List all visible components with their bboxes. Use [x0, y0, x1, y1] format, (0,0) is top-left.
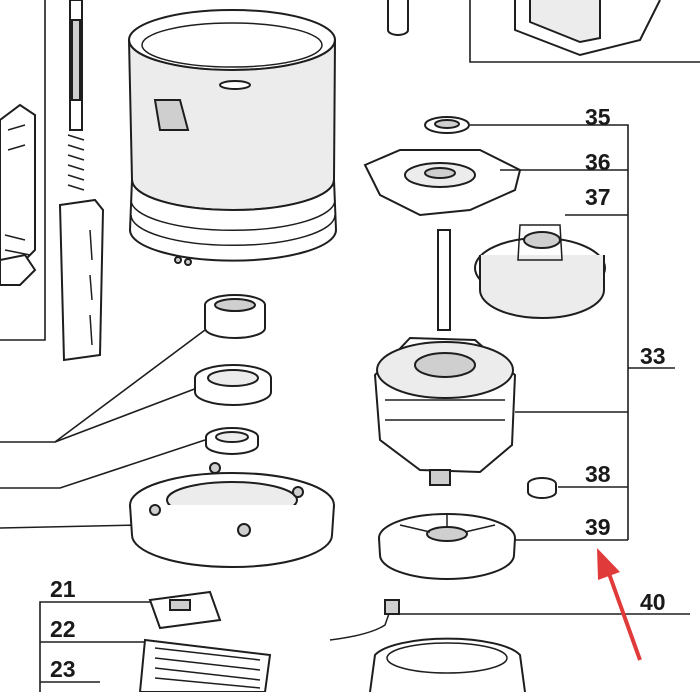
callout-40: 40	[640, 589, 666, 615]
bearing-housing-part	[204, 294, 266, 339]
left-leader-lines	[0, 0, 206, 529]
thermostat-rod-part	[58, 0, 105, 362]
washer-part-35	[424, 116, 470, 134]
bowl-part	[128, 9, 338, 266]
fan-guard-part-37	[474, 224, 606, 319]
callout-38: 38	[585, 461, 611, 487]
seal-ring-part	[194, 364, 272, 406]
base-ring-part	[129, 462, 335, 568]
bottom-left-bracket	[39, 601, 150, 692]
callout-22: 22	[50, 616, 76, 642]
callout-39: 39	[585, 514, 611, 540]
small-bearing-part-38	[527, 477, 557, 499]
motor-part	[373, 229, 517, 486]
callout-23: 23	[50, 656, 76, 682]
small-seal-part	[205, 427, 259, 455]
callout-36: 36	[585, 149, 611, 175]
filter-grille-part-22	[138, 638, 272, 692]
fan-part-39	[378, 513, 516, 580]
motor-cover-part-36	[363, 149, 522, 217]
red-arrow-indicator	[597, 548, 642, 661]
wire-connector-part-40	[329, 599, 400, 641]
pin-part	[387, 0, 409, 36]
group-33-bracket	[470, 124, 675, 541]
switch-part-21	[148, 590, 222, 630]
top-right-box	[469, 0, 700, 63]
callout-37: 37	[585, 184, 611, 210]
callout-35: 35	[585, 104, 611, 130]
callout-21: 21	[50, 576, 76, 602]
callout-33: 33	[640, 343, 666, 369]
bottom-housing-part	[369, 637, 526, 692]
left-bracket-part	[0, 103, 37, 286]
